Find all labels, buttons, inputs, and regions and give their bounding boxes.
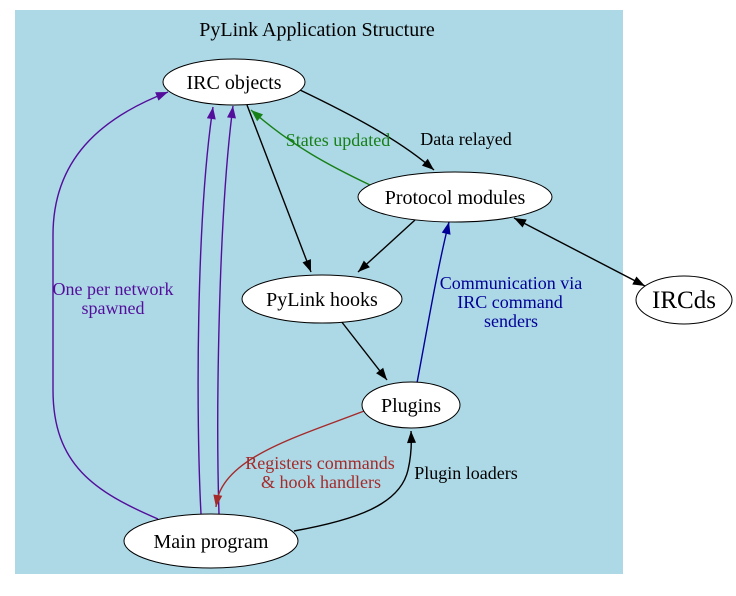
arrowhead	[358, 260, 370, 272]
node-pylink-hooks: PyLink hooks	[241, 274, 403, 324]
edge-plugins-to-main	[215, 410, 365, 508]
arrowhead	[206, 107, 216, 120]
arrowhead	[251, 110, 264, 122]
node-main-program-label: Main program	[154, 531, 269, 553]
arrowhead	[376, 367, 387, 380]
node-protocol-modules-shape	[357, 171, 553, 223]
node-irc-objects: IRC objects	[162, 58, 306, 106]
diagram-title: PyLink Application Structure	[199, 19, 435, 41]
arrowhead	[514, 218, 527, 228]
edge-irc-to-protocol	[299, 89, 435, 171]
node-ircds: IRCds	[635, 275, 733, 325]
edge-plugins-to-protocol	[416, 221, 450, 384]
node-irc-objects-shape	[162, 58, 306, 106]
node-plugins: Plugins	[361, 381, 461, 429]
edge-main-to-irc-1	[52, 91, 169, 520]
edge-hooks-to-plugins	[340, 320, 388, 381]
label-plugin-loaders: Plugin loaders	[414, 463, 518, 483]
arrowhead	[213, 494, 223, 507]
arrowhead	[155, 92, 168, 101]
label-one-per-network-2: spawned	[82, 298, 145, 318]
edges	[52, 89, 646, 532]
label-communication-2: IRC command	[457, 292, 563, 312]
arrowhead	[421, 158, 434, 170]
node-pylink-hooks-label: PyLink hooks	[266, 289, 378, 311]
node-protocol-modules: Protocol modules	[357, 171, 553, 223]
node-plugins-shape	[361, 381, 461, 429]
edge-main-to-plugins	[293, 430, 413, 532]
node-ircds-label: IRCds	[652, 287, 716, 314]
node-pylink-hooks-shape	[241, 274, 403, 324]
edge-protocol-ircds	[513, 217, 646, 287]
edge-main-to-irc-3	[217, 105, 234, 515]
arrowhead	[302, 259, 311, 272]
label-registers-1: Registers commands	[245, 453, 394, 473]
arrowhead	[441, 222, 451, 235]
label-communication-3: senders	[484, 311, 538, 331]
edge-irc-to-hooks	[246, 104, 312, 273]
node-ircds-shape	[635, 275, 733, 325]
edge-labels: States updated Data relayed One per netw…	[53, 129, 583, 492]
arrowhead	[407, 431, 417, 444]
node-main-program: Main program	[123, 513, 299, 569]
label-communication-1: Communication via	[440, 273, 582, 293]
label-states-updated: States updated	[286, 130, 390, 150]
arrowhead	[632, 276, 645, 286]
edge-main-to-irc-2	[197, 106, 214, 515]
node-irc-objects-label: IRC objects	[187, 72, 282, 94]
nodes: IRC objects Protocol modules PyLink hook…	[123, 58, 733, 569]
edge-protocol-to-hooks	[357, 219, 416, 273]
node-main-program-shape	[123, 513, 299, 569]
label-one-per-network-1: One per network	[53, 279, 174, 299]
label-registers-2: & hook handlers	[261, 472, 381, 492]
label-data-relayed: Data relayed	[420, 129, 511, 149]
node-protocol-modules-label: Protocol modules	[385, 187, 526, 209]
edge-protocol-to-irc	[250, 109, 371, 186]
node-plugins-label: Plugins	[381, 395, 441, 417]
arrowhead	[227, 106, 236, 119]
